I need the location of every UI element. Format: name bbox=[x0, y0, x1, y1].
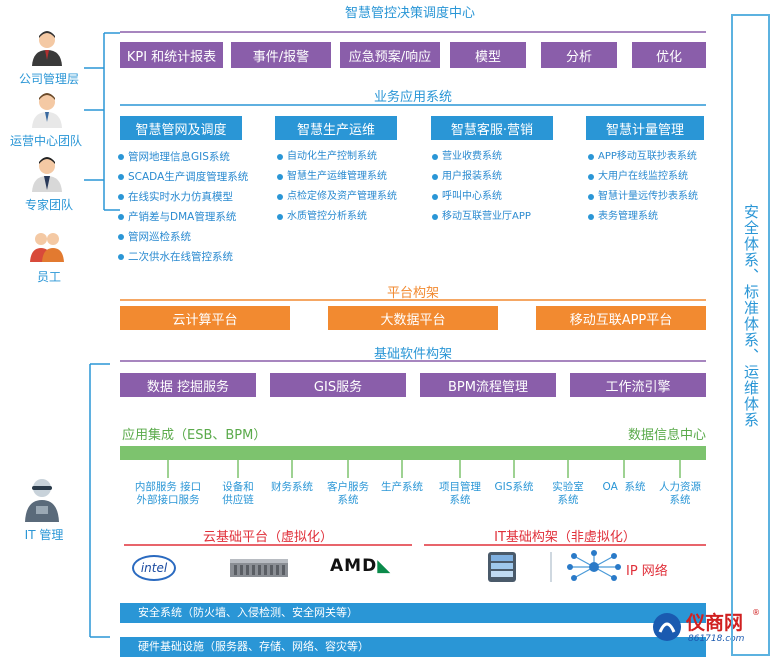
list-item[interactable]: 移动互联营业厅APP bbox=[432, 207, 531, 227]
role-staff: 员工 bbox=[8, 228, 90, 285]
module-metering[interactable]: 智慧计量管理 bbox=[586, 116, 704, 140]
page-title: 智慧管控决策调度中心 bbox=[344, 6, 475, 21]
role-it: IT 管理 bbox=[8, 476, 80, 543]
business-title: 业务应用系统 bbox=[373, 90, 452, 105]
list-item[interactable]: APP移动互联抄表系统 bbox=[588, 147, 698, 167]
ip-network-label: IP 网络 bbox=[626, 564, 668, 579]
brand-url: 861718.com bbox=[688, 634, 745, 644]
integrated-system-item[interactable]: 项目管理 系统 bbox=[439, 481, 481, 506]
integrated-system-item[interactable]: 财务系统 bbox=[271, 481, 313, 493]
list-item[interactable]: 产销差与DMA管理系统 bbox=[118, 207, 248, 227]
module-customer-marketing[interactable]: 智慧客服·营销 bbox=[431, 116, 553, 140]
role-management: 公司管理层 bbox=[8, 30, 90, 87]
role-label: 员工 bbox=[36, 270, 61, 284]
role-label: 公司管理层 bbox=[18, 72, 79, 86]
list-item[interactable]: 管网巡检系统 bbox=[118, 227, 248, 247]
module-pipeline-dispatch[interactable]: 智慧管网及调度 bbox=[120, 116, 242, 140]
side-label: 安全体系、标准体系、运维体系 bbox=[742, 204, 760, 428]
list-item[interactable]: 二次供水在线管控系统 bbox=[118, 247, 248, 267]
integrated-system-item[interactable]: 人力资源 系统 bbox=[659, 481, 701, 506]
it-infra-title: IT基础构架（非虚拟化） bbox=[494, 530, 636, 545]
brand-name: 仪商网 bbox=[686, 612, 744, 634]
registered-mark: ® bbox=[752, 608, 760, 617]
module-list-1: 自动化生产控制系统 智慧生产运维管理系统 点检定修及资产管理系统 水质管控分析系… bbox=[277, 147, 397, 227]
watermark-logo: 仪商网 ® 861718.com bbox=[652, 608, 762, 652]
list-item[interactable]: 智慧计量远传抄表系统 bbox=[588, 187, 698, 207]
staff-icon bbox=[30, 233, 64, 262]
workflow-engine-button[interactable]: 工作流引擎 bbox=[570, 373, 706, 397]
software-title: 基础软件构架 bbox=[373, 347, 452, 362]
bigdata-platform-button[interactable]: 大数据平台 bbox=[328, 306, 498, 330]
security-system-bar[interactable]: 安全系统（防火墙、入侵检测、安全网关等） bbox=[120, 603, 706, 623]
integrated-system-item[interactable]: 实验室 系统 bbox=[552, 481, 584, 506]
manager-icon bbox=[32, 31, 62, 66]
list-item[interactable]: 用户报装系统 bbox=[432, 167, 531, 187]
integration-bus bbox=[120, 446, 706, 460]
integrated-system-item[interactable]: GIS系统 bbox=[494, 481, 534, 493]
list-item[interactable]: 管网地理信息GIS系统 bbox=[118, 147, 248, 167]
side-panel bbox=[731, 14, 770, 656]
module-list-3: APP移动互联抄表系统 大用户在线监控系统 智慧计量远传抄表系统 表务管理系统 bbox=[588, 147, 698, 227]
emergency-plan-button[interactable]: 应急预案/响应 bbox=[340, 42, 440, 68]
list-item[interactable]: 表务管理系统 bbox=[588, 207, 698, 227]
list-item[interactable]: 营业收费系统 bbox=[432, 147, 531, 167]
kpi-report-button[interactable]: KPI 和统计报表 bbox=[120, 42, 223, 68]
amd-logo-icon: AMD◣ bbox=[330, 556, 392, 576]
data-center-label: 数据信息中心 bbox=[627, 428, 706, 443]
list-item[interactable]: 水质管控分析系统 bbox=[277, 207, 397, 227]
role-operations: 运营中心团队 bbox=[0, 92, 92, 149]
brand-logo-icon bbox=[653, 613, 681, 641]
bpm-button[interactable]: BPM流程管理 bbox=[420, 373, 556, 397]
list-item[interactable]: 大用户在线监控系统 bbox=[588, 167, 698, 187]
module-list-0: 管网地理信息GIS系统 SCADA生产调度管理系统 在线实时水力仿真模型 产销差… bbox=[118, 147, 248, 267]
cloud-platform-button[interactable]: 云计算平台 bbox=[120, 306, 290, 330]
data-mining-button[interactable]: 数据 挖掘服务 bbox=[120, 373, 256, 397]
expert-icon bbox=[32, 157, 62, 192]
platform-title: 平台构架 bbox=[386, 286, 439, 301]
database-server-icon bbox=[488, 552, 516, 582]
list-item[interactable]: 自动化生产控制系统 bbox=[277, 147, 397, 167]
hardware-infra-bar[interactable]: 硬件基础设施（服务器、存储、网络、容灾等） bbox=[120, 637, 706, 657]
gis-service-button[interactable]: GIS服务 bbox=[270, 373, 406, 397]
list-item[interactable]: SCADA生产调度管理系统 bbox=[118, 167, 248, 187]
model-button[interactable]: 模型 bbox=[450, 42, 526, 68]
event-alarm-button[interactable]: 事件/报警 bbox=[231, 42, 331, 68]
operator-icon bbox=[32, 93, 62, 128]
integrated-system-item[interactable]: 生产系统 bbox=[381, 481, 423, 493]
network-icon bbox=[567, 550, 621, 581]
list-item[interactable]: 在线实时水力仿真模型 bbox=[118, 187, 248, 207]
integrated-system-item[interactable]: 设备和 供应链 bbox=[222, 481, 254, 506]
list-item[interactable]: 点检定修及资产管理系统 bbox=[277, 187, 397, 207]
role-label: IT 管理 bbox=[24, 528, 64, 542]
role-label: 运营中心团队 bbox=[9, 134, 82, 148]
mobile-app-platform-button[interactable]: 移动互联APP平台 bbox=[536, 306, 706, 330]
cloud-title: 云基础平台（虚拟化） bbox=[202, 530, 333, 545]
module-production-ops[interactable]: 智慧生产运维 bbox=[275, 116, 397, 140]
intel-logo-icon: intel bbox=[132, 555, 176, 581]
analysis-button[interactable]: 分析 bbox=[541, 42, 617, 68]
integration-label: 应用集成（ESB、BPM） bbox=[122, 428, 267, 443]
list-item[interactable]: 呼叫中心系统 bbox=[432, 187, 531, 207]
it-admin-icon bbox=[25, 479, 59, 522]
role-experts: 专家团队 bbox=[8, 156, 90, 213]
integrated-system-item[interactable]: 客户服务 系统 bbox=[327, 481, 369, 506]
role-label: 专家团队 bbox=[24, 198, 73, 212]
server-rack-icon bbox=[230, 559, 288, 577]
integrated-system-item[interactable]: OA 系统 bbox=[602, 481, 646, 493]
module-list-2: 营业收费系统 用户报装系统 呼叫中心系统 移动互联营业厅APP bbox=[432, 147, 531, 227]
divider bbox=[550, 552, 552, 582]
list-item[interactable]: 智慧生产运维管理系统 bbox=[277, 167, 397, 187]
optimize-button[interactable]: 优化 bbox=[632, 42, 706, 68]
integrated-system-item[interactable]: 内部服务 接口 外部接口服务 bbox=[134, 481, 202, 506]
